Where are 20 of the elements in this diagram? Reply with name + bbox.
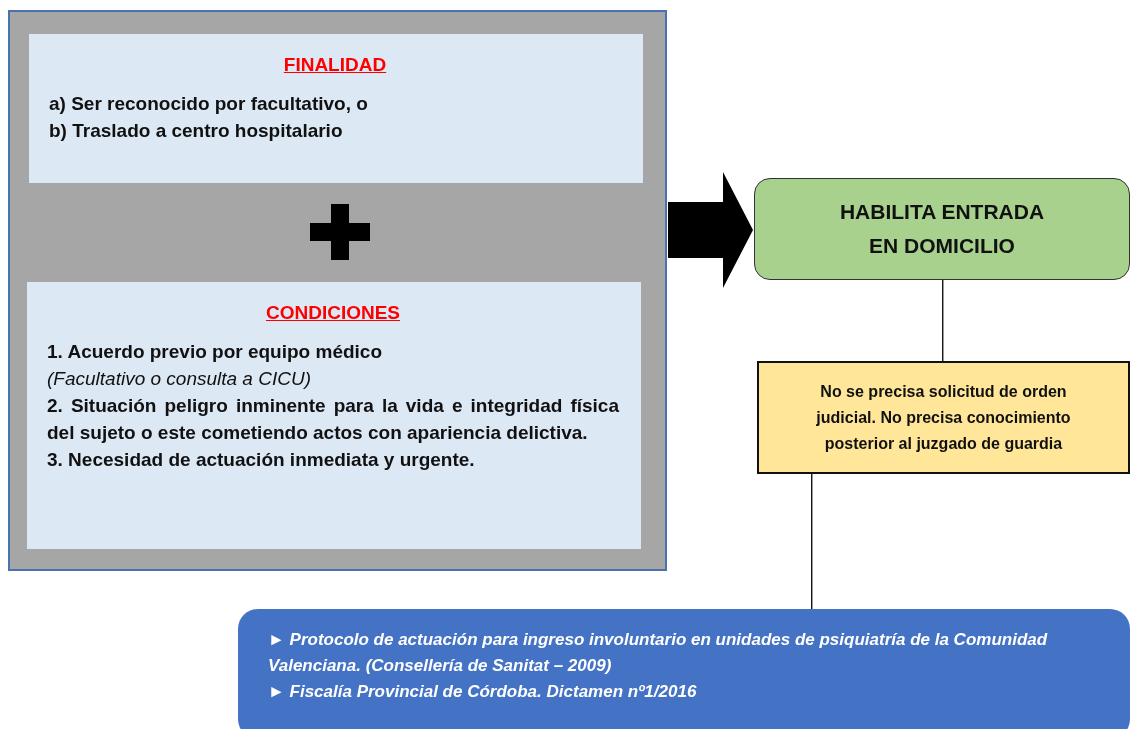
note-box bbox=[757, 361, 1130, 474]
block-arrow bbox=[668, 172, 753, 288]
body-text: 1. Acuerdo previo por equipo médico (Facultativo o consulta a CICU) bbox=[47, 340, 383, 391]
connector-line bbox=[942, 279, 944, 362]
info-box bbox=[27, 282, 641, 549]
result-box bbox=[754, 178, 1130, 280]
result-text: HABILITA ENTRADA EN DOMICILIO bbox=[838, 199, 1046, 259]
body-text: 3. Necesidad de actuación inmediata y urgente. bbox=[47, 448, 476, 472]
body-text: 2. Situación peligro inminente para la vida e integridad física del sujeto o este cometiendo actos con apariencia delictiva. bbox=[47, 394, 619, 445]
section-heading: FINALIDAD bbox=[282, 54, 388, 76]
body-text: b) Traslado a centro hospitalario bbox=[49, 119, 344, 143]
body-text: a) Ser reconocido por facultativo, o bbox=[49, 92, 369, 116]
note-text: No se precisa solicitud de orden judicial. No precisa conocimiento posterior al juzgado de guardia bbox=[815, 381, 1072, 454]
info-box bbox=[29, 34, 643, 183]
section-heading: CONDICIONES bbox=[264, 302, 402, 324]
connector-line bbox=[811, 473, 813, 610]
panel-background bbox=[8, 10, 667, 571]
reference-text: ► Fiscalía Provincial de Córdoba. Dictamen nº1/2016 bbox=[268, 681, 698, 703]
reference-box bbox=[238, 609, 1130, 729]
reference-text: ► Protocolo de actuación para ingreso involuntario en unidades de psiquiatría de la Comunidad Valenciana. (Consellería de Sanitat – 2009) bbox=[268, 629, 1049, 677]
